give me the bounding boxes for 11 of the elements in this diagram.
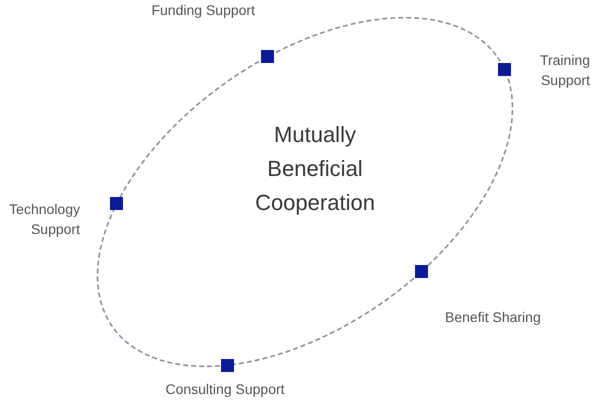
marker-label: Technology Support: [8, 200, 80, 239]
square-marker: [220, 358, 234, 372]
marker-label: Training Support: [538, 51, 590, 90]
center-title: Mutually Beneficial Cooperation: [254, 121, 376, 217]
square-marker: [261, 50, 274, 64]
square-marker: [498, 62, 511, 76]
square-marker: [414, 265, 428, 278]
square-marker: [110, 197, 124, 210]
marker-label: Consulting Support: [164, 380, 286, 399]
marker-label: Benefit Sharing: [445, 308, 542, 327]
marker-label: Funding Support: [150, 1, 255, 20]
